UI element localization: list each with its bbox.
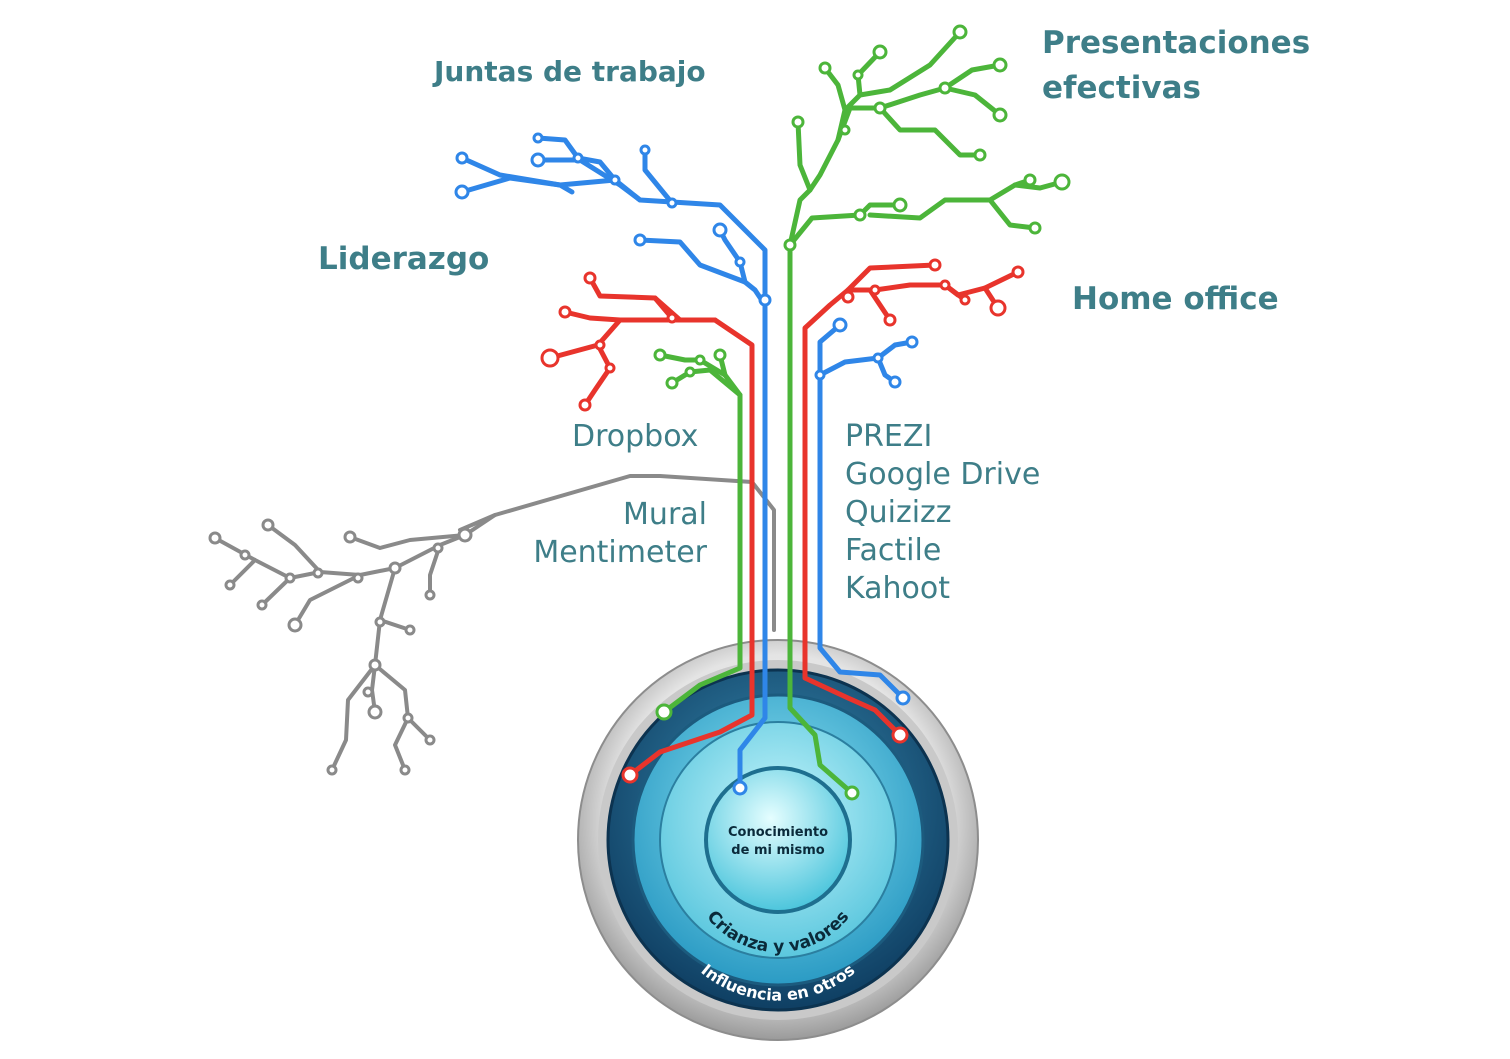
inner-ring-label-line2: de mi mismo xyxy=(731,843,824,858)
label-presentaciones-line2: efectivas xyxy=(1042,70,1201,106)
tool-prezi: PREZI xyxy=(845,419,933,454)
blue-right-nodes xyxy=(814,317,919,706)
tool-quizizz: Quizizz xyxy=(845,495,952,530)
green-left-nodes xyxy=(653,348,727,721)
tool-google-drive: Google Drive xyxy=(845,457,1041,492)
label-liderazgo: Liderazgo xyxy=(318,241,490,277)
tool-kahoot: Kahoot xyxy=(845,571,951,606)
label-juntas-de-trabajo: Juntas de trabajo xyxy=(434,55,706,88)
tool-list-left: Mural Mentimeter xyxy=(533,496,707,572)
tool-dropbox: Dropbox xyxy=(572,419,699,454)
blue-left-branch xyxy=(459,135,768,791)
tool-factile: Factile xyxy=(845,533,942,568)
inner-ring-label-line1: Conocimiento xyxy=(728,825,828,840)
red-right-nodes xyxy=(841,258,1025,744)
red-left-branch xyxy=(547,275,755,778)
red-left-nodes xyxy=(540,271,678,784)
label-presentaciones-line1: Presentaciones xyxy=(1042,25,1311,61)
gray-root-nodes xyxy=(208,518,473,776)
green-right-nodes xyxy=(783,24,1071,801)
green-left-branch xyxy=(657,352,743,715)
label-home-office: Home office xyxy=(1072,281,1279,317)
tool-mural: Mural xyxy=(623,497,707,532)
tool-list-right: PREZI Google Drive Quizizz Factile Kahoo… xyxy=(845,418,1040,608)
core-rings xyxy=(577,639,979,1041)
blue-left-nodes xyxy=(454,132,772,796)
tool-mentimeter: Mentimeter xyxy=(533,535,707,570)
